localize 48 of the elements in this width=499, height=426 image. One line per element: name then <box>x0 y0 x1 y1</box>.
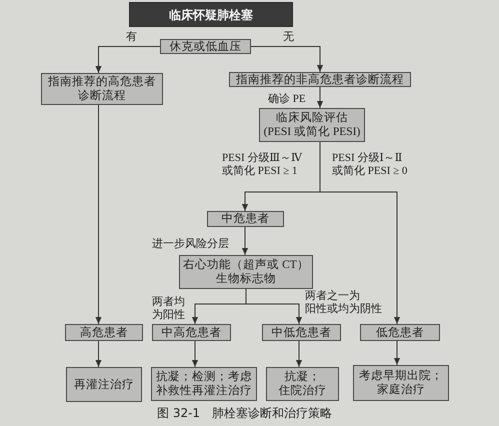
process-box <box>41 73 163 105</box>
arrow <box>394 340 400 366</box>
box-text: 抗凝；检测；考虑补救性再灌注治疗 <box>155 370 253 398</box>
edge-label: 两者之一为阳性或均为阴性 <box>305 290 383 316</box>
edge-label: 无 <box>283 31 294 44</box>
start-box <box>129 2 293 27</box>
arrow <box>246 288 302 324</box>
edge-label: 进一步风险分层 <box>152 238 229 251</box>
box-text: (PESI 或简化 PESI) <box>264 125 360 139</box>
box-text: 休克或低血压 <box>170 40 242 54</box>
box-text: 中高危患者 <box>162 326 222 340</box>
process-box <box>360 324 440 341</box>
edge-label: 有 <box>126 31 137 44</box>
figure-caption: 图 32-1 肺栓塞诊断和治疗策略 <box>157 406 332 421</box>
process-box <box>152 324 231 341</box>
arrow <box>296 340 302 368</box>
process-box <box>179 255 313 289</box>
edge-label: 两者均为阳性 <box>152 296 186 322</box>
box-text: 高危患者 <box>80 326 128 340</box>
box-text: 指南推荐的非高危患者诊断流程 <box>236 72 404 86</box>
arrow <box>95 340 102 368</box>
arrow <box>250 46 324 72</box>
box-text: 中危患者 <box>222 212 270 226</box>
arrow <box>192 340 198 368</box>
edge-label: 确诊 PE <box>268 93 306 106</box>
process-box <box>266 367 339 401</box>
box-text: 再灌注治疗 <box>74 378 134 392</box>
process-box <box>66 367 142 402</box>
process-box <box>262 324 341 341</box>
box-text: 指南推荐的高危患者诊断流程 <box>47 75 157 103</box>
box-text: 右心功能（超声或 CT） <box>183 258 309 272</box>
arrow <box>320 142 400 324</box>
arrow <box>95 104 102 324</box>
process-box <box>65 324 143 341</box>
process-box <box>259 108 365 142</box>
box-text: 生物标志物 <box>216 272 276 286</box>
box-text: 低危患者 <box>376 326 424 340</box>
box-text: 考虑早期出院；家庭治疗 <box>358 369 444 397</box>
process-box <box>160 39 251 54</box>
arrow <box>95 46 160 74</box>
box-text: 中低危患者 <box>272 326 332 340</box>
process-box <box>353 365 449 401</box>
process-box <box>207 211 284 227</box>
box-text: 抗凝；住院治疗 <box>278 370 328 398</box>
box-text: 临床怀疑肺栓塞 <box>169 8 253 22</box>
arrow <box>242 226 248 256</box>
box-text: 临床风险评估 <box>276 111 348 125</box>
arrow <box>316 86 324 108</box>
